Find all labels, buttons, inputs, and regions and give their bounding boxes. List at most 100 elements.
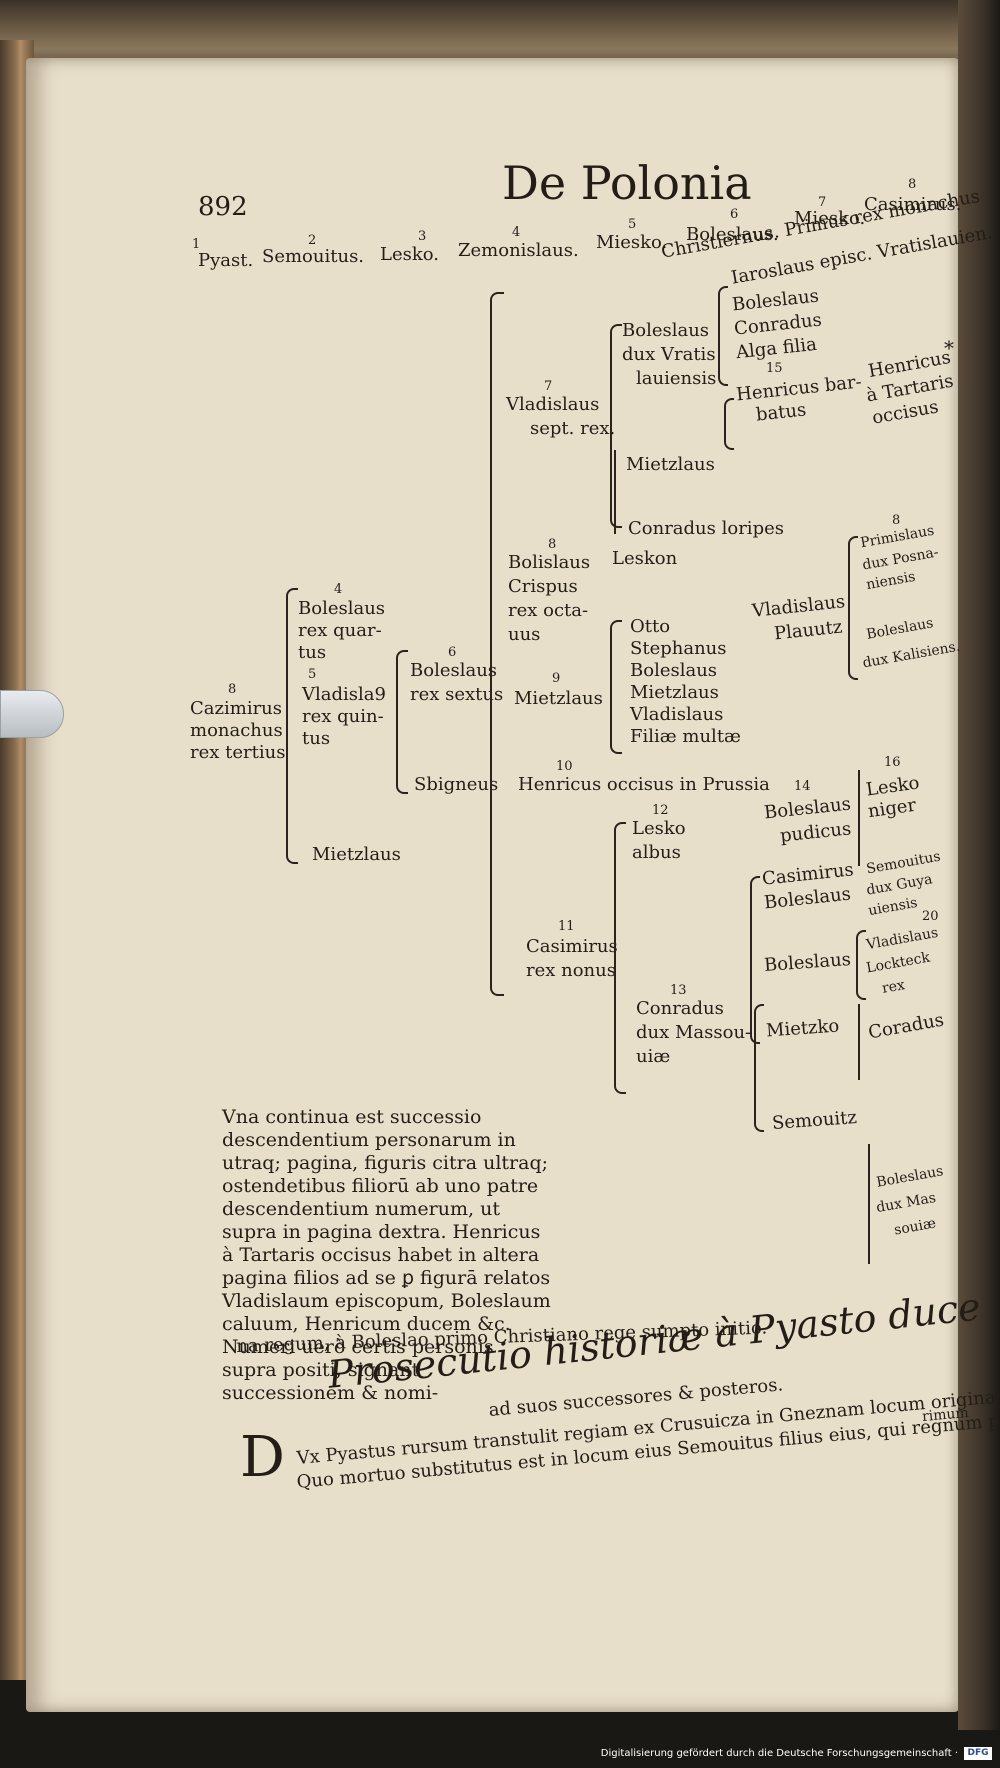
dfg-logo-badge: DFG — [964, 1747, 992, 1760]
tree-node-cazimirus-2: monachus — [190, 720, 283, 741]
ruler-number: 2 — [308, 233, 317, 248]
tree-node-cazimirus-3: rex tertius — [190, 742, 286, 763]
tree-number: 15 — [766, 361, 783, 376]
connector-line — [614, 450, 616, 534]
tree-node-mietz9-child-3: Boleslaus — [630, 660, 718, 681]
tree-node-cazimirus-1: Cazimirus — [190, 698, 283, 719]
tree-node-mietz9-child-4: Mietzlaus — [630, 682, 719, 703]
tree-node-vladislaus5-1: Vladisla9 — [302, 684, 386, 705]
tree-number: 8 — [892, 513, 901, 528]
brace-plauutz — [848, 536, 858, 680]
brace-mietzko — [754, 1004, 764, 1132]
running-title: De Polonia — [502, 156, 752, 210]
ruler-name: Miesko. — [596, 232, 668, 253]
connector-line — [868, 1144, 870, 1264]
tree-node-mietz9-child-2: Stephanus — [630, 638, 727, 659]
tree-node-vladislaus20-3: rex — [880, 977, 907, 997]
tree-number: 7 — [544, 379, 553, 394]
tree-number: 8 — [228, 682, 237, 697]
ruler-name: Semouitus. — [262, 246, 365, 267]
tree-node-boleslaus4-2: rex quar- — [298, 620, 382, 641]
tree-node-mietzko: Mietzko — [765, 1015, 840, 1042]
ruler-number: 7 — [818, 195, 827, 210]
footer-credit: Digitalisierung gefördert durch die Deut… — [600, 1748, 958, 1759]
tree-node-mietzlaus9: Mietzlaus — [514, 688, 603, 709]
tree-node-casimirus11-2: rex nonus — [526, 960, 616, 981]
tree-number: 11 — [558, 919, 575, 934]
bookmark-clip — [0, 690, 64, 738]
tree-node-conradus13-3: uiæ — [636, 1046, 671, 1067]
ruler-number: 3 — [418, 229, 427, 244]
connector-line — [858, 770, 860, 866]
tree-node-boleslaus-vrat-1: Boleslaus — [622, 320, 710, 341]
ruler-number: 6 — [730, 207, 739, 222]
page-right-edge — [958, 0, 1000, 1730]
tree-number: 10 — [556, 759, 573, 774]
tree-node-lesko12-2: albus — [632, 842, 681, 863]
brace-cazimirus — [286, 588, 298, 864]
tree-node-mietz9-child-6: Filiæ multæ — [630, 726, 741, 747]
body-tail: rimum — [921, 1404, 970, 1426]
tree-number: 6 — [448, 645, 457, 660]
tree-number: 4 — [334, 582, 343, 597]
brace-boleslaus6 — [490, 292, 504, 996]
tree-node-conradus13-1: Conradus — [636, 998, 724, 1019]
tree-number: 16 — [884, 755, 901, 770]
tree-node-boleslaus-vrat-3: lauiensis — [636, 368, 717, 389]
ruler-number: 8 — [908, 177, 917, 192]
tree-node-vladislaus5-3: tus — [302, 728, 331, 749]
tree-node-mietz9-child-1: Otto — [630, 616, 671, 637]
tree-node-mietzlaus-b: Mietzlaus — [626, 454, 715, 475]
asterisk-mark: * — [944, 336, 954, 360]
tree-node-bolislaus8-1: Bolislaus — [508, 552, 591, 573]
tree-node-sbigneus: Sbigneus — [414, 774, 499, 795]
tree-node-vladislaus7-1: Vladislaus — [506, 394, 600, 415]
tree-node-boleslaus4-1: Boleslaus — [298, 598, 386, 619]
tree-node-leskon: Leskon — [612, 548, 678, 569]
tree-node-casimirus11-1: Casimirus — [526, 936, 618, 957]
tree-number: 20 — [922, 909, 939, 924]
book-page — [26, 58, 960, 1712]
tree-number: 9 — [552, 671, 561, 686]
tree-node-vladislaus7-2: sept. rex. — [530, 418, 616, 439]
tree-node-bolislaus8-4: uus — [508, 624, 541, 645]
tree-node-boleslaus4-3: tus — [298, 642, 327, 663]
ruler-name: Casimirus. — [864, 194, 962, 215]
ruler-number: 5 — [628, 217, 637, 232]
tree-node-boleslaus-vrat-2: dux Vratis — [622, 344, 716, 365]
tree-number: 12 — [652, 803, 669, 818]
tree-node-henricus10: Henricus occisus in Prussia — [518, 774, 770, 795]
tree-number: 13 — [670, 983, 687, 998]
ruler-name: Lesko. — [380, 244, 439, 265]
tree-number: 8 — [548, 537, 557, 552]
tree-node-conradus13-2: dux Massou- — [636, 1022, 752, 1043]
ruler-number: 1 — [192, 237, 201, 252]
page-number: 892 — [198, 192, 248, 222]
tree-node-vladislaus5-2: rex quin- — [302, 706, 384, 727]
tree-node-bolislaus8-3: rex octa- — [508, 600, 589, 621]
tree-node-mietzlaus-a: Mietzlaus — [312, 844, 401, 865]
connector-line — [858, 1004, 860, 1080]
note-paragraph: Vna continua est successio descendentium… — [222, 1106, 551, 1404]
brace-vladislaus5 — [396, 650, 408, 794]
brace-vladislaus20 — [856, 930, 866, 1000]
drop-cap: D — [240, 1425, 285, 1490]
tree-node-conradus-loripes: Conradus loripes — [628, 518, 784, 539]
tree-number: 14 — [794, 779, 811, 794]
brace-casimirus11 — [614, 822, 626, 1094]
ruler-number: 4 — [512, 225, 521, 240]
brace-vrat-children — [718, 286, 728, 386]
tree-node-mietz9-child-5: Vladislaus — [630, 704, 724, 725]
tree-node-boleslaus6-2: rex sextus — [410, 684, 504, 705]
tree-node-bolislaus8-2: Crispus — [508, 576, 578, 597]
tree-node-henricus15-2: batus — [754, 399, 808, 426]
brace-mietzlaus9 — [610, 620, 622, 754]
tree-number: 5 — [308, 667, 317, 682]
footer-bar — [0, 1740, 1000, 1768]
tree-node-boleslaus6-1: Boleslaus — [410, 660, 498, 681]
ruler-name: Miesko. — [794, 208, 866, 229]
ruler-name: Zemonislaus. — [458, 240, 579, 261]
ruler-name: Boleslaus. — [686, 224, 779, 245]
brace-henricus15 — [724, 398, 734, 450]
ruler-name: Pyast. — [198, 250, 254, 271]
